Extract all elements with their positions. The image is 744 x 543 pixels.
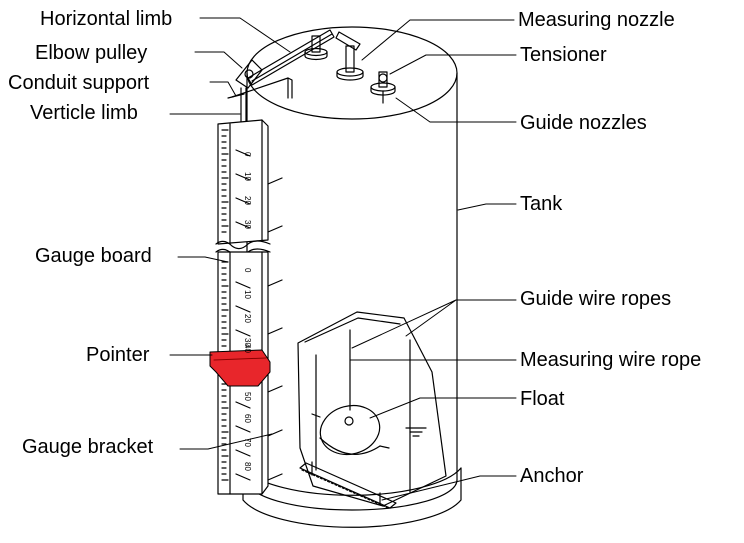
scale-lower-60: 60 — [243, 414, 252, 423]
leader-gauge-bracket — [179, 433, 273, 450]
leader-horizontal-limb — [199, 17, 291, 53]
label-measuring-wire-rope: Measuring wire rope — [520, 349, 702, 371]
guide-nozzle-right — [370, 71, 396, 104]
label-conduit-support: Conduit support — [8, 72, 150, 94]
label-elbow-pulley: Elbow pulley — [35, 42, 148, 64]
anchor-bar — [299, 462, 397, 509]
label-tank: Tank — [520, 193, 563, 215]
elbow-pulley — [235, 59, 263, 89]
tank — [242, 26, 462, 528]
cutaway-window — [297, 311, 447, 507]
leader-float — [369, 397, 517, 419]
scale-upper-0: 0 — [243, 152, 252, 157]
label-anchor: Anchor — [520, 465, 584, 487]
pointer-edge — [213, 357, 267, 361]
label-gauge-board: Gauge board — [35, 245, 152, 267]
gauge-board-upper — [217, 119, 269, 245]
float-body — [319, 404, 381, 456]
measuring-nozzle-head — [335, 31, 361, 51]
gauge-board-break-top — [215, 240, 271, 250]
leader-elbow-pulley — [194, 51, 243, 69]
measuring-nozzle — [335, 31, 364, 81]
float — [311, 404, 390, 456]
label-horizontal-limb: Horizontal limb — [40, 8, 173, 30]
label-guide-wire-ropes: Guide wire ropes — [520, 288, 672, 310]
scale-lower-40: 40 — [243, 344, 252, 353]
anchor — [299, 461, 397, 509]
float-eye — [344, 416, 354, 426]
scale-upper-20: 20 — [243, 196, 252, 205]
gauge-brackets — [267, 177, 283, 481]
cutaway-inner-edge — [304, 317, 401, 343]
guide-nozzle-left — [304, 35, 328, 61]
leader-lines — [169, 17, 517, 501]
leader-guide-nozzles — [395, 97, 517, 123]
horizontal-limb — [247, 29, 335, 86]
float-guide-lug-left — [311, 413, 321, 418]
label-gauge-bracket: Gauge bracket — [22, 436, 154, 458]
scale-lower-80: 80 — [243, 462, 252, 471]
scale-upper-10: 10 — [243, 172, 252, 181]
scale-lower-50: 50 — [243, 392, 252, 401]
scale-lower-20: 20 — [243, 314, 252, 323]
tank-base-ring — [242, 467, 462, 528]
label-measuring-nozzle: Measuring nozzle — [518, 9, 675, 31]
pointer — [209, 349, 271, 387]
leader-tank — [457, 203, 517, 211]
tensioner — [378, 73, 388, 83]
label-tensioner: Tensioner — [520, 44, 607, 66]
scale-lower-10: 10 — [243, 290, 252, 299]
label-guide-nozzles: Guide nozzles — [520, 112, 647, 134]
scale-lower-70: 70 — [243, 438, 252, 447]
scale-lower-30: 30 — [243, 338, 252, 347]
label-pointer: Pointer — [86, 344, 150, 366]
float-guide-lug-right — [379, 445, 390, 449]
scale-lower-0: 0 — [243, 268, 252, 273]
leader-tensioner — [389, 54, 517, 75]
verticle-limb — [240, 87, 247, 125]
leader-measuring-nozzle — [361, 19, 515, 61]
leader-anchor — [381, 475, 517, 501]
leader-gauge-board — [177, 256, 229, 263]
label-float: Float — [520, 388, 565, 410]
scale-upper-30: 30 — [243, 220, 252, 229]
float-rim — [319, 437, 381, 455]
tank-top — [246, 26, 458, 120]
leader-conduit-support — [209, 81, 237, 97]
leader-guide-wire-ropes — [351, 299, 517, 349]
label-verticle-limb: Verticle limb — [30, 102, 138, 124]
anchor-hatching — [301, 469, 389, 509]
cutaway-outline — [297, 311, 447, 507]
